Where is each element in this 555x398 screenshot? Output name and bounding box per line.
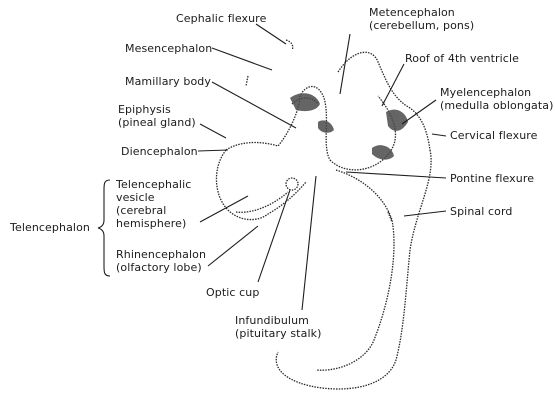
label-mesencephalon: Mesencephalon xyxy=(125,42,212,55)
label-telencephalic-cerebral: (cerebral xyxy=(116,204,166,217)
leader-infundibulum xyxy=(302,176,316,310)
leader-cephalic-flexure xyxy=(256,24,286,44)
leader-diencephalon xyxy=(198,150,228,151)
leader-metencephalon xyxy=(340,34,350,94)
leader-optic-cup xyxy=(258,190,290,282)
leader-rhinencephalon xyxy=(208,226,258,266)
leader-mesencephalon xyxy=(212,48,272,70)
label-rhinencephalon: Rhinencephalon xyxy=(116,248,206,261)
label-rhinencephalon-olfactory: (olfactory lobe) xyxy=(116,261,202,274)
leader-cervical-flexure xyxy=(432,134,446,136)
label-myelencephalon: Myelencephalon xyxy=(440,86,531,99)
label-epiphysis: Epiphysis xyxy=(118,103,171,116)
label-cervical-flexure: Cervical flexure xyxy=(450,129,538,142)
label-telencephalic-hemisphere: hemisphere) xyxy=(116,217,186,230)
label-telencephalic-vesicle-2: vesicle xyxy=(116,191,155,204)
leader-pontine-flexure xyxy=(346,172,446,178)
label-optic-cup: Optic cup xyxy=(206,286,259,299)
leader-myelencephalon xyxy=(402,100,436,124)
leader-roof-4th-ventricle xyxy=(382,64,404,106)
label-telencephalon: Telencephalon xyxy=(10,221,90,234)
shaded-regions xyxy=(290,93,408,159)
leader-epiphysis xyxy=(200,124,226,138)
label-metencephalon: Metencephalon xyxy=(369,6,455,19)
label-mamillary-body: Mamillary body xyxy=(125,75,211,88)
leader-telencephalic-vesicle xyxy=(200,196,248,222)
label-infundibulum: Infundibulum xyxy=(235,314,309,327)
label-spinal-cord: Spinal cord xyxy=(450,205,512,218)
label-pontine-flexure: Pontine flexure xyxy=(450,172,534,185)
label-myelencephalon-medulla: (medulla oblongata) xyxy=(440,99,554,112)
leader-spinal-cord xyxy=(404,211,446,216)
label-telencephalic-vesicle: Telencephalic xyxy=(116,178,191,191)
label-metencephalon-cerebellum: (cerebellum, pons) xyxy=(369,19,474,32)
leader-mamillary-body xyxy=(212,82,296,128)
label-diencephalon: Diencephalon xyxy=(121,145,198,158)
label-cephalic-flexure: Cephalic flexure xyxy=(176,12,266,25)
telencephalon-brace xyxy=(98,180,110,276)
label-roof-4th-ventricle: Roof of 4th ventricle xyxy=(405,52,519,65)
label-infundibulum-pituitary: (pituitary stalk) xyxy=(235,327,321,340)
label-epiphysis-pineal: (pineal gland) xyxy=(118,116,196,129)
